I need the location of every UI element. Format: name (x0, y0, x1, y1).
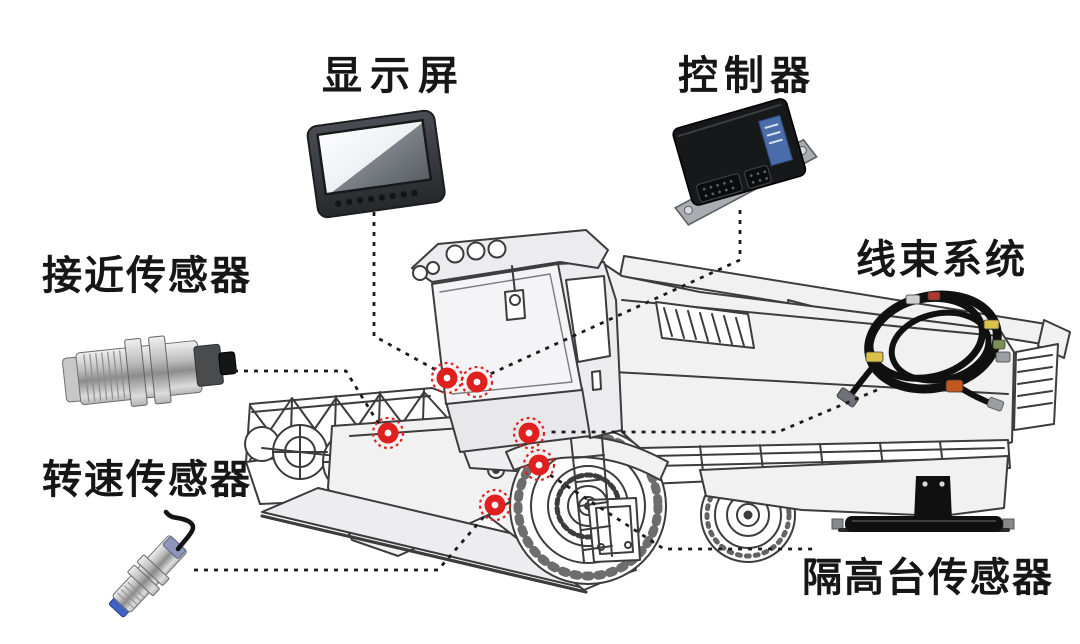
mount-point-marker-6 (478, 488, 512, 522)
label-display: 显示屏 (322, 53, 466, 99)
leader-lines (194, 210, 878, 572)
display-image (306, 109, 446, 219)
label-speed-sensor: 转速传感器 (42, 457, 252, 503)
label-header-height-sensor: 隔高台传感器 (802, 555, 1054, 601)
proximity-sensor-image (62, 335, 237, 407)
label-proximity-sensor: 接近传感器 (42, 253, 252, 299)
mount-point-marker-3 (371, 416, 405, 450)
leader-proximity_sensor (224, 369, 382, 427)
label-controller: 控制器 (678, 53, 816, 99)
height-sensor-image (831, 476, 1015, 532)
leader-harness (546, 388, 878, 434)
cab (411, 229, 623, 453)
leader-display (372, 212, 437, 372)
controller-image (672, 98, 818, 226)
harvester-line-art (244, 229, 1071, 594)
leader-speed_sensor (194, 511, 490, 572)
speed-sensor-image (109, 509, 196, 618)
label-harness-system: 线束系统 (856, 237, 1028, 283)
harness-image (836, 290, 1011, 412)
mount-point-marker-2 (460, 365, 494, 399)
leader-controller (487, 210, 742, 377)
mount-point-marker-4 (512, 416, 546, 450)
mount-point-marker-5 (522, 448, 556, 482)
mount-point-markers (371, 361, 556, 522)
